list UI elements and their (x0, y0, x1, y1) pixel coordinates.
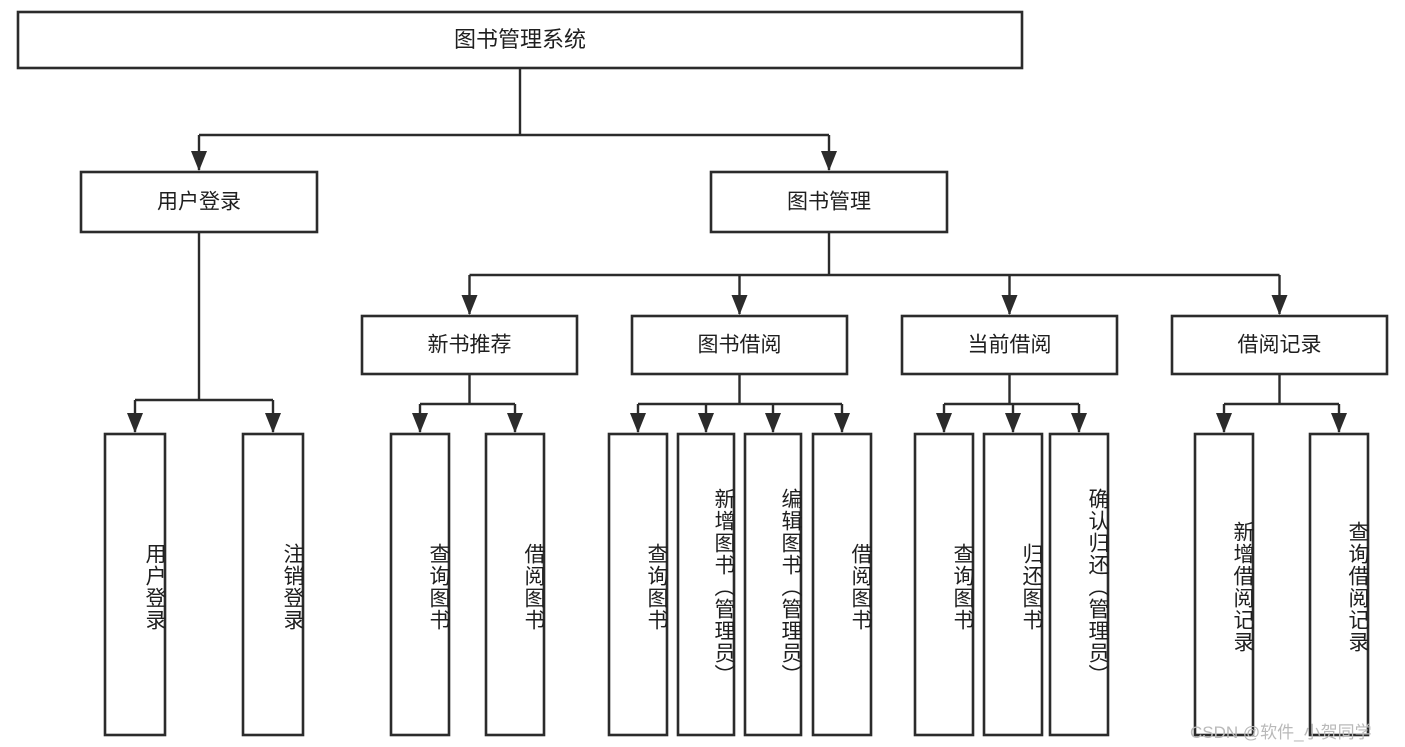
current-borrow-to-leaves-arrow-0 (936, 413, 952, 433)
root-to-level2-arrow-0 (191, 151, 207, 171)
node-leaf-borrow-book-2[interactable] (811, 432, 873, 737)
current-borrow-to-leaves-arrow-1 (1005, 413, 1021, 433)
node-new-book-rec-label: 新书推荐 (428, 334, 512, 357)
node-book-manage[interactable] (709, 170, 949, 234)
node-user-login-label: 用户登录 (157, 191, 241, 214)
new-book-rec-to-leaves-arrow-1 (507, 413, 523, 433)
user-login-to-leaves-arrow-0 (127, 413, 143, 433)
node-leaf-confirm-return-label: 确认归还（管理员） (1086, 487, 1109, 686)
node-book-manage-label: 图书管理 (787, 191, 871, 214)
node-user-login[interactable] (79, 170, 319, 234)
book-manage-to-level3-arrow-0 (461, 295, 478, 315)
node-leaf-add-book[interactable] (676, 432, 736, 737)
watermark-text: CSDN @软件_小贺同学 (1190, 723, 1372, 742)
book-manage-to-level3-arrow-3 (1271, 295, 1288, 315)
node-leaf-borrow-book-2-label: 借阅图书 (849, 542, 872, 631)
node-leaf-query-book-3-label: 查询图书 (951, 542, 974, 631)
borrow-record-to-leaves-arrow-0 (1216, 413, 1232, 433)
node-leaf-edit-book[interactable] (743, 432, 803, 737)
node-leaf-edit-book-label: 编辑图书（管理员） (779, 487, 802, 686)
node-leaf-borrow-book-1[interactable] (484, 432, 546, 737)
node-book-borrow[interactable] (630, 314, 849, 376)
node-book-borrow-label: 图书借阅 (698, 334, 782, 357)
new-book-rec-to-leaves-arrow-0 (412, 413, 428, 433)
node-leaf-return-book[interactable] (982, 432, 1044, 737)
node-leaf-add-record[interactable] (1193, 432, 1255, 737)
book-borrow-to-leaves-arrow-1 (698, 413, 714, 433)
node-leaf-query-book-1-label: 查询图书 (427, 542, 450, 631)
node-leaf-user-login-label: 用户登录 (143, 542, 166, 631)
borrow-record-to-leaves-arrow-1 (1331, 413, 1347, 433)
node-leaf-query-book-3[interactable] (913, 432, 975, 737)
node-leaf-query-book-2-label: 查询图书 (645, 542, 668, 631)
node-root[interactable] (16, 10, 1024, 70)
node-new-book-rec[interactable] (360, 314, 579, 376)
node-leaf-return-book-label: 归还图书 (1020, 542, 1043, 631)
book-borrow-to-leaves-arrow-0 (630, 413, 646, 433)
book-borrow-to-leaves-arrow-2 (765, 413, 781, 433)
book-manage-to-level3-arrow-1 (731, 295, 748, 315)
node-leaf-confirm-return[interactable] (1048, 432, 1110, 737)
book-borrow-to-leaves-arrow-3 (834, 413, 850, 433)
node-current-borrow[interactable] (900, 314, 1119, 376)
node-leaf-add-book-label: 新增图书（管理员） (712, 487, 735, 686)
node-layer (16, 10, 1389, 737)
node-leaf-logout[interactable] (241, 432, 305, 737)
node-leaf-add-record-label: 新增借阅记录 (1231, 520, 1254, 653)
node-leaf-query-record[interactable] (1308, 432, 1370, 737)
node-root-label: 图书管理系统 (454, 27, 586, 52)
node-leaf-query-book-1[interactable] (389, 432, 451, 737)
node-leaf-query-book-2[interactable] (607, 432, 669, 737)
user-login-to-leaves-arrow-1 (265, 413, 281, 433)
root-to-level2-arrow-1 (821, 151, 837, 171)
node-current-borrow-label: 当前借阅 (968, 334, 1052, 357)
book-manage-to-level3-arrow-2 (1001, 295, 1018, 315)
connector-layer (127, 68, 1347, 433)
current-borrow-to-leaves-arrow-2 (1071, 413, 1087, 433)
node-leaf-logout-label: 注销登录 (281, 542, 304, 631)
node-leaf-query-record-label: 查询借阅记录 (1346, 520, 1369, 653)
node-leaf-user-login[interactable] (103, 432, 167, 737)
node-borrow-record-label: 借阅记录 (1238, 334, 1322, 357)
node-borrow-record[interactable] (1170, 314, 1389, 376)
node-leaf-borrow-book-1-label: 借阅图书 (522, 542, 545, 631)
